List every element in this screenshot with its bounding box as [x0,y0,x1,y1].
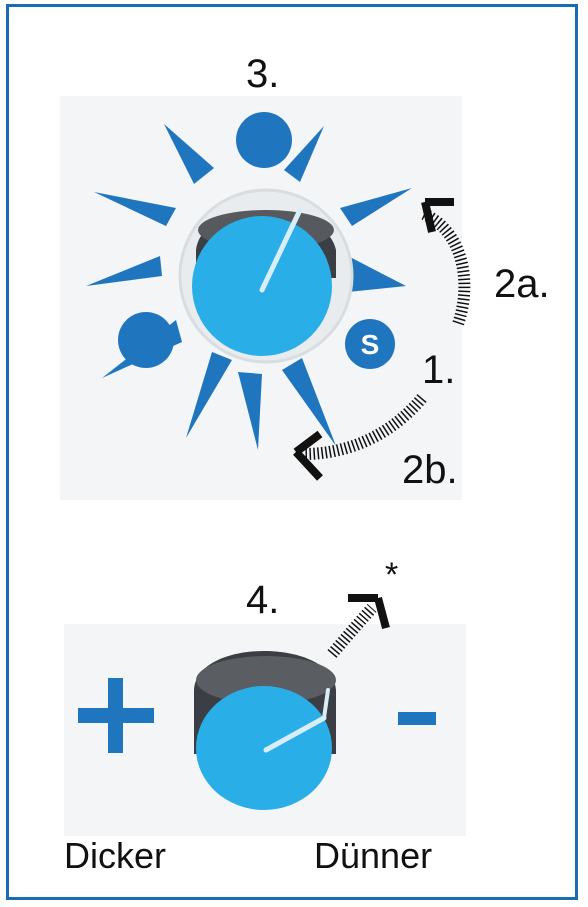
thinner-label: Dünner [314,838,432,874]
step-3-label: 3. [246,54,279,94]
bottom-dial-photo [64,624,466,836]
step-1-label: 1. [422,350,455,390]
step-2a-label: 2a. [494,264,550,304]
step-2b-label: 2b. [402,450,458,490]
top-dial-photo [60,96,462,500]
asterisk-label: * [385,558,398,592]
step-4-label: 4. [246,580,279,620]
thicker-label: Dicker [64,838,166,874]
